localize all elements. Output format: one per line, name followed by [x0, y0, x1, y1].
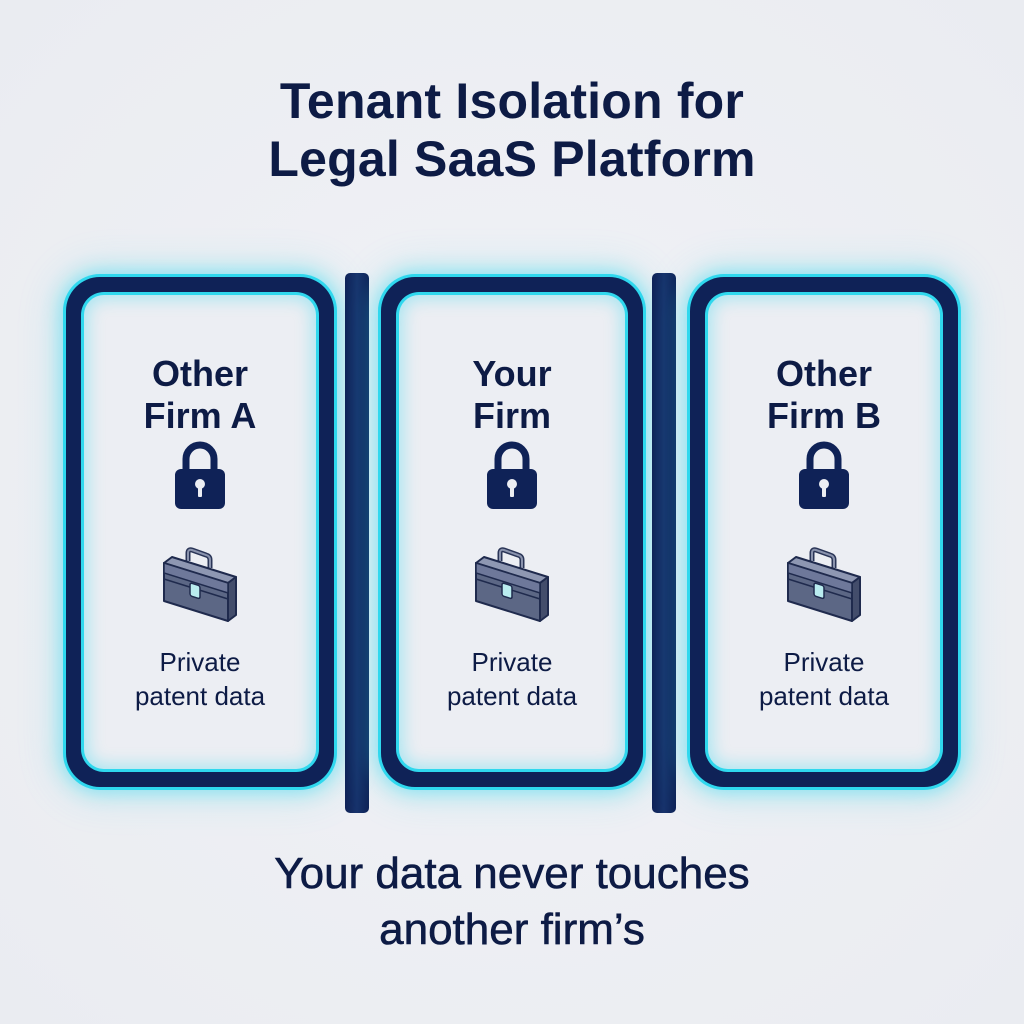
data-label-line-2: patent data [758, 681, 890, 711]
data-label: Private patent data [399, 645, 625, 713]
data-label-line-2: patent data [134, 681, 266, 711]
firm-name-line-2: Firm [472, 395, 551, 436]
tenant-panel-inner: Other Firm A Private paten [84, 295, 316, 769]
tagline-line-1: Your data never touches [274, 849, 750, 899]
title-line-2: Legal SaaS Platform [268, 131, 756, 187]
tenant-panel-other-firm-b: Other Firm B Private paten [690, 277, 958, 787]
data-label-line-1: Private [783, 647, 865, 677]
isolation-divider [652, 273, 676, 813]
data-label: Private patent data [708, 645, 940, 713]
isolation-divider [345, 273, 369, 813]
firm-name-line-2: Firm B [766, 395, 881, 436]
firm-name: Your Firm [399, 353, 625, 437]
title-line-1: Tenant Isolation for [279, 73, 745, 129]
firm-name-line-1: Other [775, 353, 872, 394]
firm-name-line-1: Other [151, 353, 248, 394]
lock-icon [799, 441, 849, 509]
tagline: Your data never touches another firm’s [0, 846, 1024, 958]
firm-name-line-2: Firm A [143, 395, 257, 436]
briefcase-icon [787, 547, 861, 622]
briefcase-icon [475, 547, 549, 622]
data-label-line-1: Private [471, 647, 553, 677]
briefcase-icon [163, 547, 237, 622]
tenant-panel-inner: Other Firm B Private paten [708, 295, 940, 769]
page-title: Tenant Isolation for Legal SaaS Platform [0, 72, 1024, 188]
data-label-line-2: patent data [446, 681, 578, 711]
lock-icon [487, 441, 537, 509]
tenant-panel-other-firm-a: Other Firm A Private paten [66, 277, 334, 787]
firm-name: Other Firm B [708, 353, 940, 437]
firm-name: Other Firm A [84, 353, 316, 437]
tenant-panel-inner: Your Firm Private patent d [399, 295, 625, 769]
firm-name-line-1: Your [472, 353, 552, 394]
tenant-panel-your-firm: Your Firm Private patent d [381, 277, 643, 787]
data-label: Private patent data [84, 645, 316, 713]
lock-icon [175, 441, 225, 509]
tagline-line-2: another firm’s [379, 905, 645, 955]
data-label-line-1: Private [159, 647, 241, 677]
